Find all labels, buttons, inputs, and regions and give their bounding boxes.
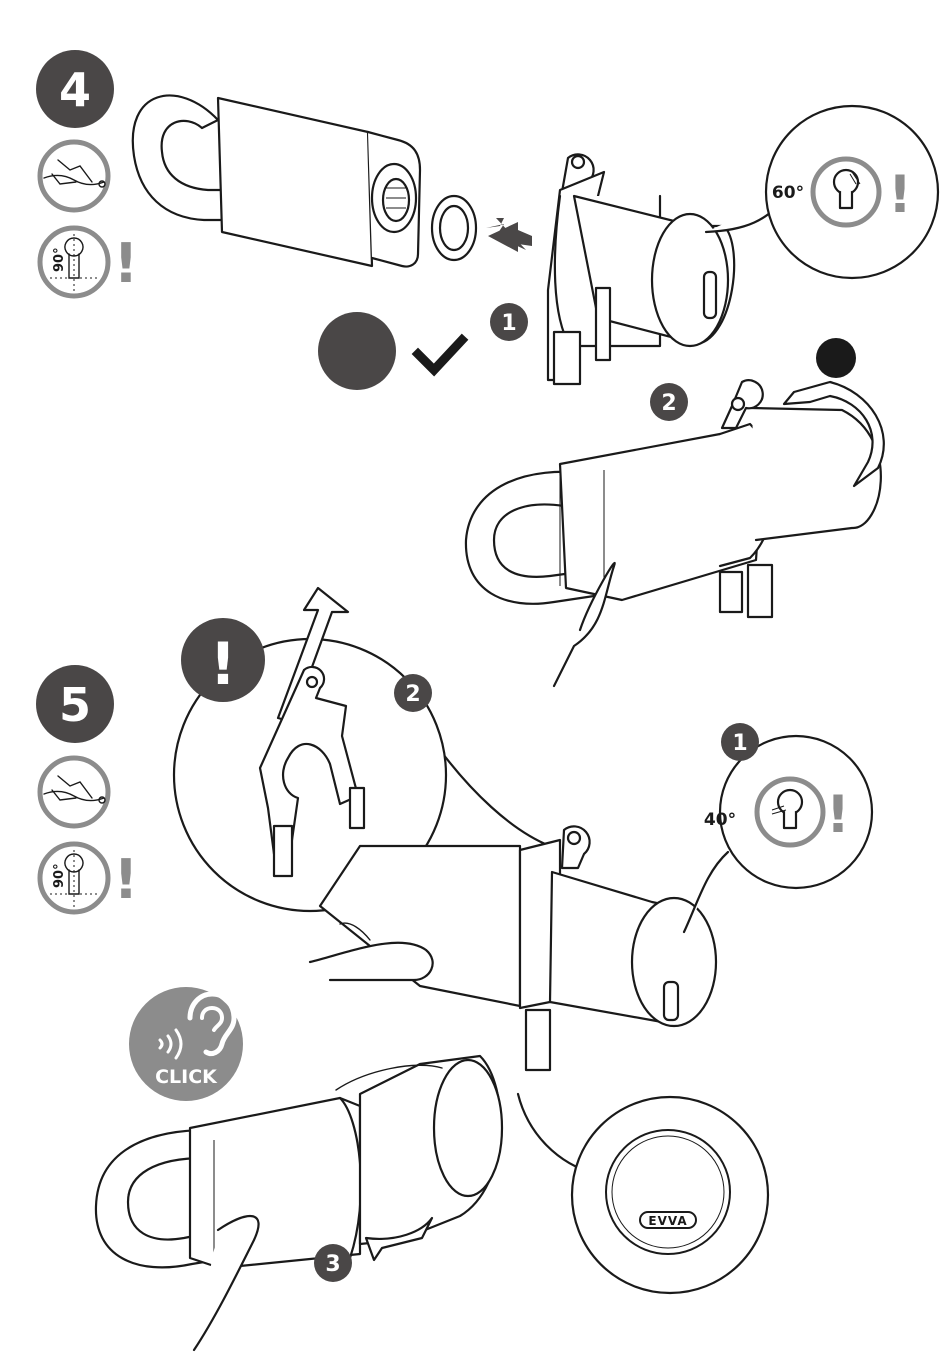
- angle-90-label: 90°: [52, 863, 67, 888]
- warning-mark: !: [114, 848, 139, 911]
- step-4-badge: 4: [36, 50, 114, 128]
- substep-2-badge: 2: [394, 674, 432, 712]
- warning-mark: !: [114, 232, 139, 295]
- cylinder-module: [548, 154, 734, 384]
- keyhole-90-icon: 90°: [40, 844, 108, 912]
- padlock-assembled: [466, 380, 884, 686]
- cable-icon: [40, 758, 108, 826]
- callout-40: 40° !: [684, 736, 872, 932]
- step-4-number: 4: [59, 63, 91, 117]
- padlock-insertion: [310, 826, 716, 1070]
- click-label: CLICK: [155, 1066, 218, 1088]
- substep-1-number: 1: [732, 731, 747, 756]
- click-sound-badge: CLICK: [129, 987, 243, 1101]
- padlock-rotate: [96, 1056, 502, 1350]
- cable-icon: [40, 142, 108, 210]
- callout-60: 60° !: [706, 106, 938, 278]
- step-5-number: 5: [59, 678, 91, 732]
- big-warning-badge: !: [181, 618, 265, 702]
- callout-warning-mark: !: [826, 785, 850, 845]
- evva-logo: EVVA: [648, 1214, 687, 1228]
- callout-warning-mark: !: [888, 165, 912, 225]
- substep-3-badge: 3: [314, 1244, 352, 1282]
- big-warning-mark: !: [210, 630, 236, 698]
- arrow-left-icon: [486, 218, 532, 252]
- evva-cap-callout: EVVA: [518, 1094, 768, 1293]
- keyhole-90-icon: 90°: [40, 228, 108, 296]
- step-5-badge: 5: [36, 665, 114, 743]
- substep-3-number: 3: [325, 1252, 340, 1277]
- substep-2-badge: 2: [650, 383, 688, 421]
- substep-1-badge: 1: [721, 723, 759, 761]
- angle-60-label: 60°: [772, 183, 804, 203]
- check-icon: [318, 312, 462, 390]
- marker-dot: [816, 338, 856, 378]
- substep-1-badge: 1: [490, 303, 528, 341]
- substep-1-number: 1: [501, 311, 516, 336]
- angle-40-label: 40°: [704, 810, 736, 830]
- ring-washer: [432, 196, 476, 260]
- substep-2-number: 2: [405, 682, 420, 707]
- substep-2-number: 2: [661, 391, 676, 416]
- angle-90-label: 90°: [52, 247, 67, 272]
- padlock-open: [133, 96, 420, 267]
